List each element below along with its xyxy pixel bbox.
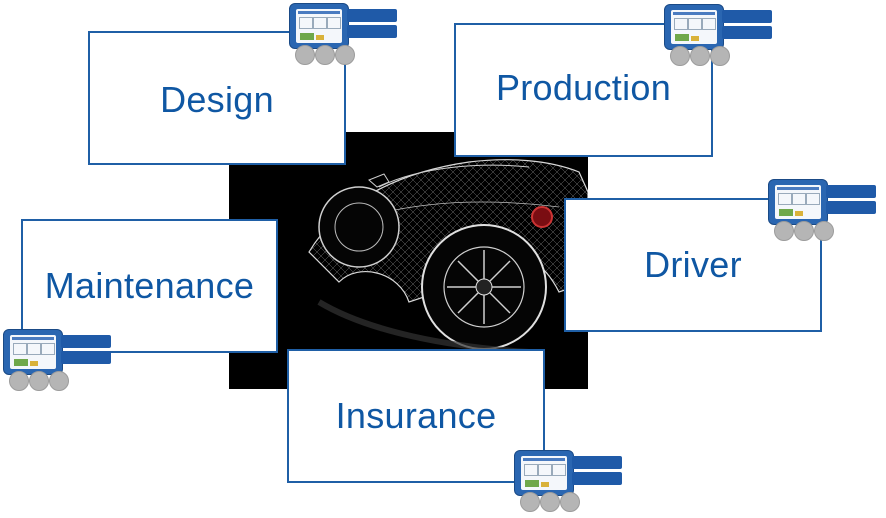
telemetry-device-icon bbox=[3, 329, 113, 391]
telemetry-device-icon bbox=[289, 3, 399, 65]
telemetry-device-icon bbox=[514, 450, 624, 512]
wireframe-car-image bbox=[229, 132, 588, 389]
stage-label-design: Design bbox=[160, 79, 274, 120]
stage-label-insurance: Insurance bbox=[335, 395, 497, 436]
stage-maintenance: Maintenance bbox=[21, 219, 278, 353]
stage-label-maintenance: Maintenance bbox=[44, 265, 255, 306]
telemetry-device-icon bbox=[768, 179, 878, 241]
telemetry-device-icon bbox=[664, 4, 774, 66]
wireframe-car-icon bbox=[308, 159, 588, 355]
stage-label-driver: Driver bbox=[644, 244, 742, 285]
stage-label-production: Production bbox=[495, 67, 672, 108]
stage-insurance: Insurance bbox=[287, 349, 545, 483]
